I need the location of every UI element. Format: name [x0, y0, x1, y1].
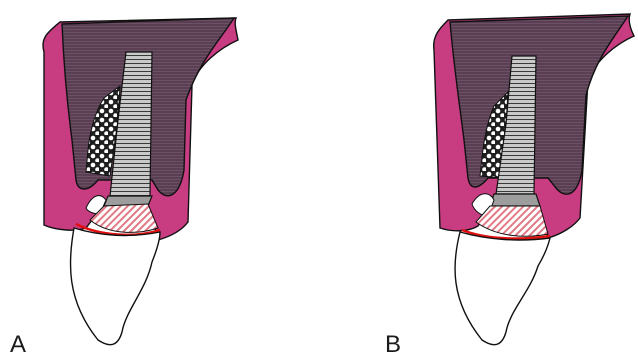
crown-margin-b	[476, 206, 548, 236]
panel-a-illustration	[43, 18, 238, 345]
bone-b	[450, 16, 628, 194]
crown-b	[455, 232, 550, 345]
panel-label-a: A	[10, 333, 26, 357]
panel-label-b: B	[385, 333, 401, 357]
panel-b-illustration	[434, 14, 634, 345]
abutment-b	[490, 194, 540, 206]
crown-a	[70, 228, 160, 345]
